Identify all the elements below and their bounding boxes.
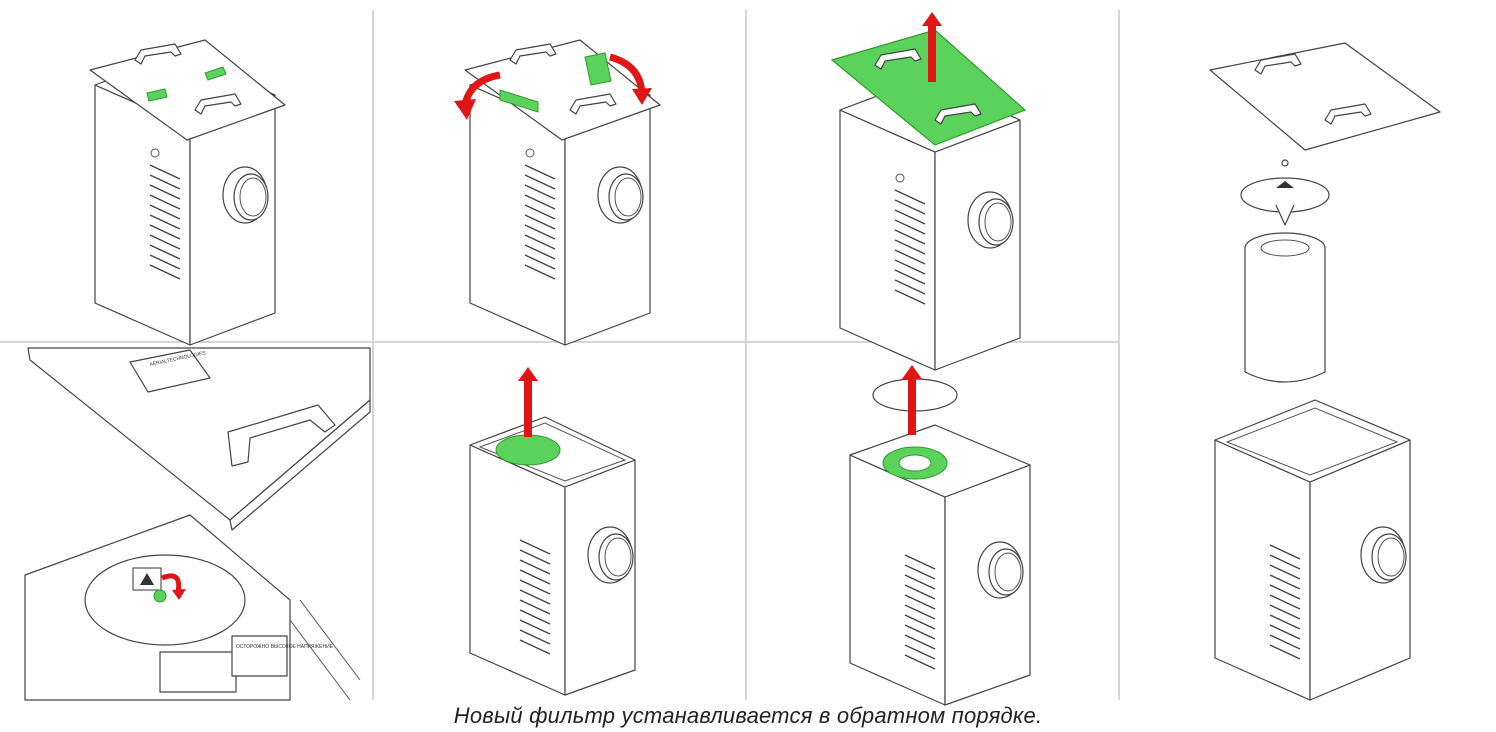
rotate-arrow-right — [608, 53, 646, 94]
handle-closeup — [227, 404, 336, 467]
panel-step-3 — [830, 12, 1027, 370]
caption: Новый фильтр устанавливается в обратном … — [453, 703, 1043, 728]
filter-cover — [495, 434, 561, 466]
nut-highlight — [153, 589, 167, 603]
latch-right — [584, 52, 612, 86]
warning-sticker — [231, 635, 288, 677]
panel-step-1 — [89, 39, 286, 345]
panel-step-2 — [454, 39, 661, 345]
panel-step-4 — [1209, 42, 1441, 701]
latch-right — [204, 66, 227, 81]
panel-step-6 — [469, 367, 636, 696]
lid — [1209, 42, 1441, 151]
panel-step-7 — [849, 365, 1031, 706]
panel-step-5: AERIALTECHNOLOGIES ОСТОРОЖНО ВЫСОКОЕ НАП… — [24, 347, 371, 701]
latch-left — [499, 89, 539, 113]
filter-cartridge — [1244, 248, 1326, 383]
rotate-arrow — [161, 573, 182, 593]
latch-left — [146, 88, 168, 102]
svg-text:ОСТОРОЖНО ВЫСОКОЕ НАПРЯЖЕНИЕ: ОСТОРОЖНО ВЫСОКОЕ НАПРЯЖЕНИЕ — [236, 644, 334, 650]
